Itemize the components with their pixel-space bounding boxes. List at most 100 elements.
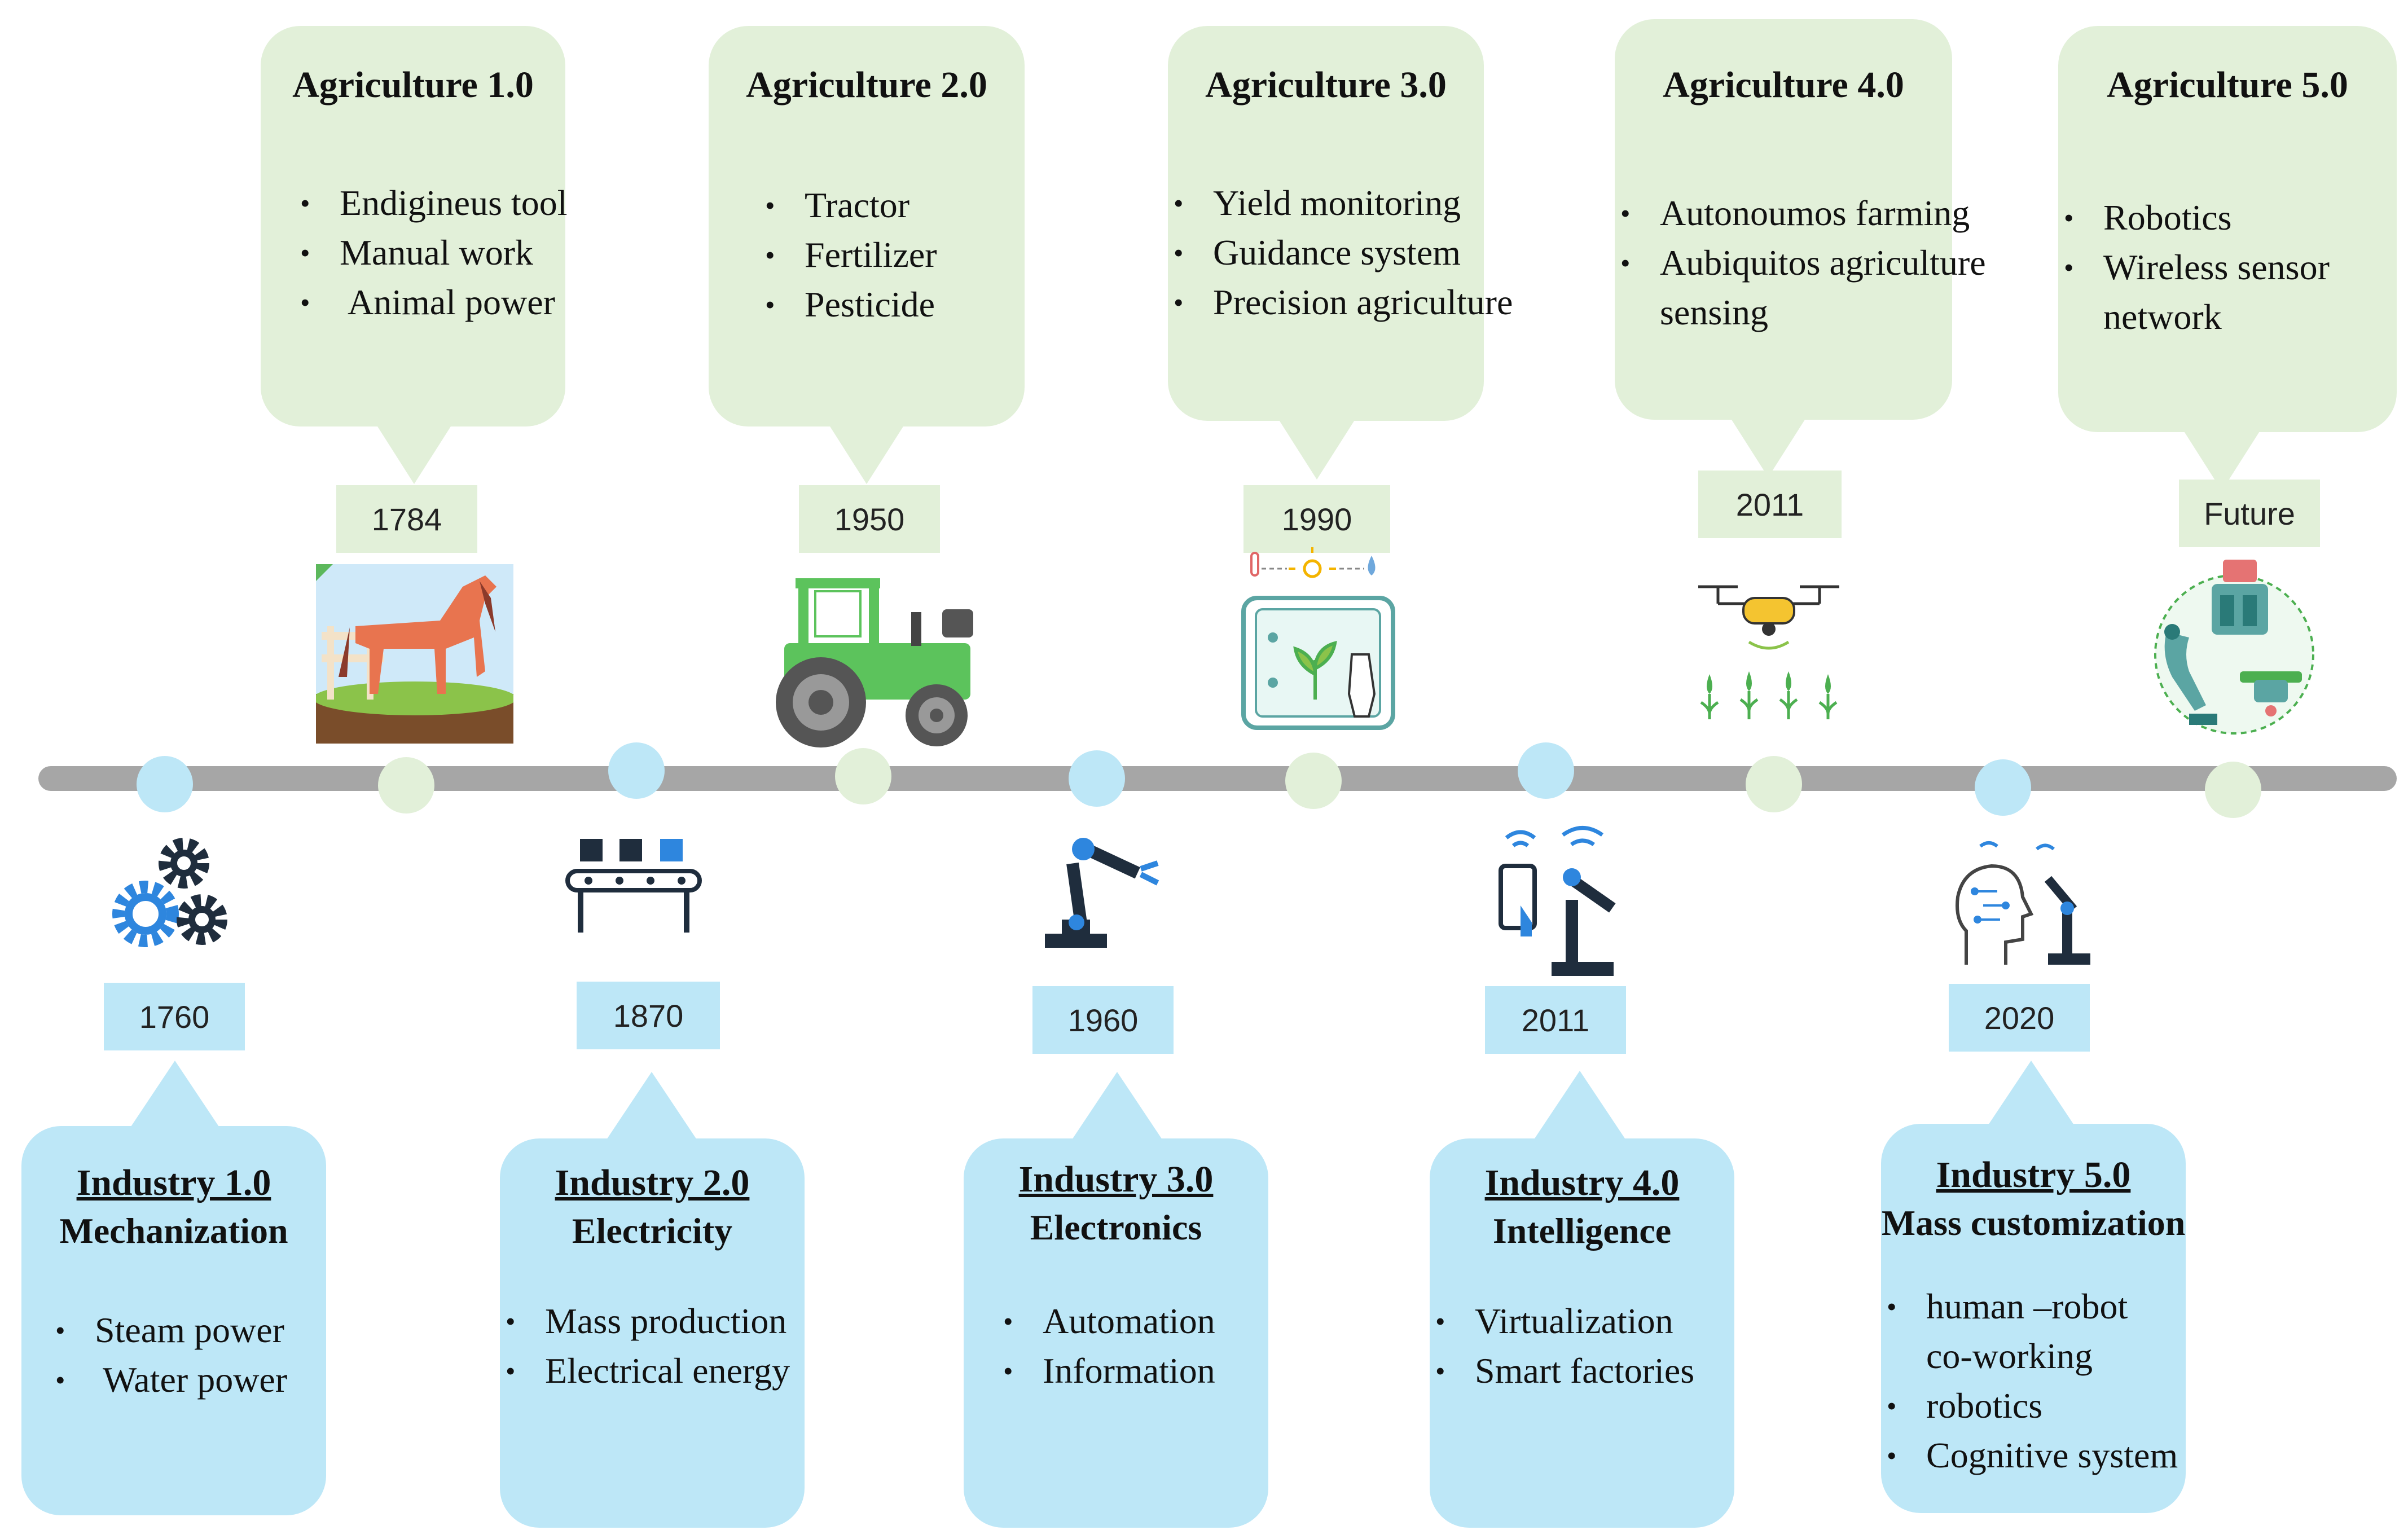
timeline-node-industry-5 — [1975, 759, 2031, 816]
timeline-node-industry-3 — [1069, 750, 1125, 807]
list-item: •human –robot — [1887, 1286, 2128, 1326]
agriculture-5-list: •Robotics •Wireless sensor •network — [2058, 193, 2330, 342]
agriculture-4-list: •Autonoumos farming •Aubiquitos agricult… — [1615, 188, 1986, 337]
agriculture-4-year: 2011 — [1698, 471, 1842, 538]
agriculture-5-title: Agriculture 5.0 — [2107, 64, 2348, 105]
list-item: •Automation — [1003, 1301, 1215, 1341]
agriculture-4-callout: Agriculture 4.0 •Autonoumos farming •Aub… — [1615, 19, 1986, 420]
list-item: •Information — [1003, 1351, 1215, 1391]
list-item: •Electrical energy — [506, 1351, 790, 1391]
timeline-node-agri-5 — [2205, 762, 2261, 818]
list-item: •co-working — [1926, 1336, 2093, 1376]
timeline-node-industry-1 — [137, 756, 193, 812]
industry-1-callout: Industry 1.0 Mechanization •Steam power … — [21, 1126, 326, 1515]
list-item: •Mass production — [506, 1301, 787, 1341]
phone-robot-arm-icon — [1499, 826, 1616, 976]
industry-5-year: 2020 — [1949, 984, 2090, 1052]
agriculture-1-title: Agriculture 1.0 — [292, 64, 534, 105]
robot-drone-icon — [2154, 560, 2314, 735]
industry-2-subtitle: Electricity — [572, 1211, 733, 1251]
industry-4-list: •Virtualization •Smart factories — [1430, 1296, 1694, 1396]
industry-3-subtitle: Electronics — [1030, 1207, 1202, 1247]
agriculture-3-year: 1990 — [1243, 485, 1390, 553]
list-item: •Autonoumos farming — [1620, 193, 1970, 233]
timeline-node-industry-2 — [608, 742, 665, 799]
agriculture-2-year: 1950 — [799, 485, 940, 553]
industry-2-year: 1870 — [577, 982, 720, 1049]
list-item: •Animal power — [300, 282, 555, 322]
list-item: •Smart factories — [1435, 1351, 1695, 1391]
agriculture-1-pointer — [375, 422, 454, 484]
agriculture-5-year: Future — [2179, 480, 2320, 547]
list-item: •Fertilizer — [765, 235, 937, 275]
agriculture-1-list: •Endigineus tool •Manual work •Animal po… — [295, 178, 568, 327]
list-item: •Cognitive system — [1887, 1435, 2178, 1475]
industry-3-list: •Automation •Information — [998, 1296, 1215, 1396]
agriculture-3-list: •Yield monitoring •Guidance system •Prec… — [1168, 178, 1513, 327]
smart-farming-tablet-icon — [1241, 547, 1395, 730]
list-item: •Wireless sensor — [2064, 247, 2330, 287]
list-item: •Water power — [55, 1360, 288, 1400]
list-item: •robotics — [1887, 1386, 2043, 1426]
list-item: •Guidance system — [1174, 232, 1461, 272]
industry-1-pointer — [130, 1061, 220, 1128]
list-item: •Precision agriculture — [1174, 282, 1513, 322]
agriculture-4-title: Agriculture 4.0 — [1663, 64, 1904, 105]
agriculture-3-pointer — [1277, 417, 1356, 480]
industry-3-pointer — [1072, 1072, 1162, 1140]
list-item: •sensing — [1660, 292, 1768, 332]
list-item: •Virtualization — [1435, 1301, 1673, 1341]
agriculture-1-callout: Agriculture 1.0 •Endigineus tool •Manual… — [261, 26, 568, 426]
industry-2-title: Industry 2.0 — [555, 1162, 750, 1203]
industry-2-callout: Industry 2.0 Electricity •Mass productio… — [500, 1138, 805, 1528]
list-item: •Aubiquitos agriculture — [1620, 243, 1986, 283]
industry-2-list: •Mass production •Electrical energy — [500, 1296, 790, 1396]
industry-5-subtitle: Mass customization — [1881, 1203, 2186, 1243]
industry-4-title: Industry 4.0 — [1484, 1162, 1680, 1203]
conveyor-icon — [565, 839, 702, 933]
agriculture-4-pointer — [1729, 415, 1808, 477]
industry-1-list: •Steam power •Water power — [50, 1305, 287, 1405]
tractor-icon — [776, 578, 973, 747]
list-item: •network — [2103, 297, 2222, 337]
list-item: •Yield monitoring — [1174, 183, 1461, 223]
industry-3-title: Industry 3.0 — [1018, 1159, 1214, 1200]
industry-3-callout: Industry 3.0 Electronics •Automation •In… — [964, 1138, 1268, 1528]
agriculture-3-title: Agriculture 3.0 — [1205, 64, 1447, 105]
list-item: •Pesticide — [765, 284, 935, 324]
agriculture-2-callout: Agriculture 2.0 •Tractor •Fertilizer •Pe… — [709, 26, 1025, 426]
agriculture-2-pointer — [827, 422, 906, 484]
brain-robot-icon — [1956, 841, 2090, 965]
industry-4-pointer — [1535, 1071, 1625, 1138]
industry-5-title: Industry 5.0 — [1936, 1154, 2131, 1195]
industry-4-year: 2011 — [1485, 986, 1626, 1054]
list-item: •Steam power — [55, 1310, 284, 1350]
list-item: •Manual work — [300, 232, 534, 272]
industry-2-pointer — [607, 1072, 697, 1140]
industry-3-year: 1960 — [1032, 986, 1174, 1054]
timeline-node-agri-1 — [378, 757, 434, 814]
drone-crop-icon — [1698, 585, 1839, 719]
agriculture-2-title: Agriculture 2.0 — [746, 64, 987, 105]
timeline-node-agri-4 — [1746, 756, 1802, 812]
industry-5-list: •human –robot •co-working •robotics •Cog… — [1881, 1282, 2178, 1480]
timeline-node-agri-3 — [1285, 753, 1342, 809]
agriculture-3-callout: Agriculture 3.0 •Yield monitoring •Guida… — [1168, 26, 1513, 421]
industry-5-pointer — [1986, 1061, 2076, 1128]
industry-1-title: Industry 1.0 — [76, 1162, 271, 1203]
horse-icon — [316, 564, 513, 744]
list-item: •Robotics — [2064, 197, 2232, 238]
industry-5-callout: Industry 5.0 Mass customization •human –… — [1881, 1124, 2186, 1513]
industry-1-year: 1760 — [104, 983, 245, 1050]
industry-4-subtitle: Intelligence — [1492, 1211, 1672, 1251]
agriculture-1-year: 1784 — [336, 485, 477, 553]
list-item: •Endigineus tool — [300, 183, 568, 223]
robotic-arm-icon — [1045, 838, 1159, 948]
industry-1-subtitle: Mechanization — [59, 1211, 288, 1251]
agriculture-5-callout: Agriculture 5.0 •Robotics •Wireless sens… — [2058, 26, 2397, 432]
timeline-node-agri-2 — [835, 748, 891, 804]
gears-icon — [112, 838, 227, 947]
timeline-node-industry-4 — [1518, 742, 1574, 799]
industry-4-callout: Industry 4.0 Intelligence •Virtualizatio… — [1430, 1138, 1734, 1528]
list-item: •Tractor — [765, 185, 910, 225]
